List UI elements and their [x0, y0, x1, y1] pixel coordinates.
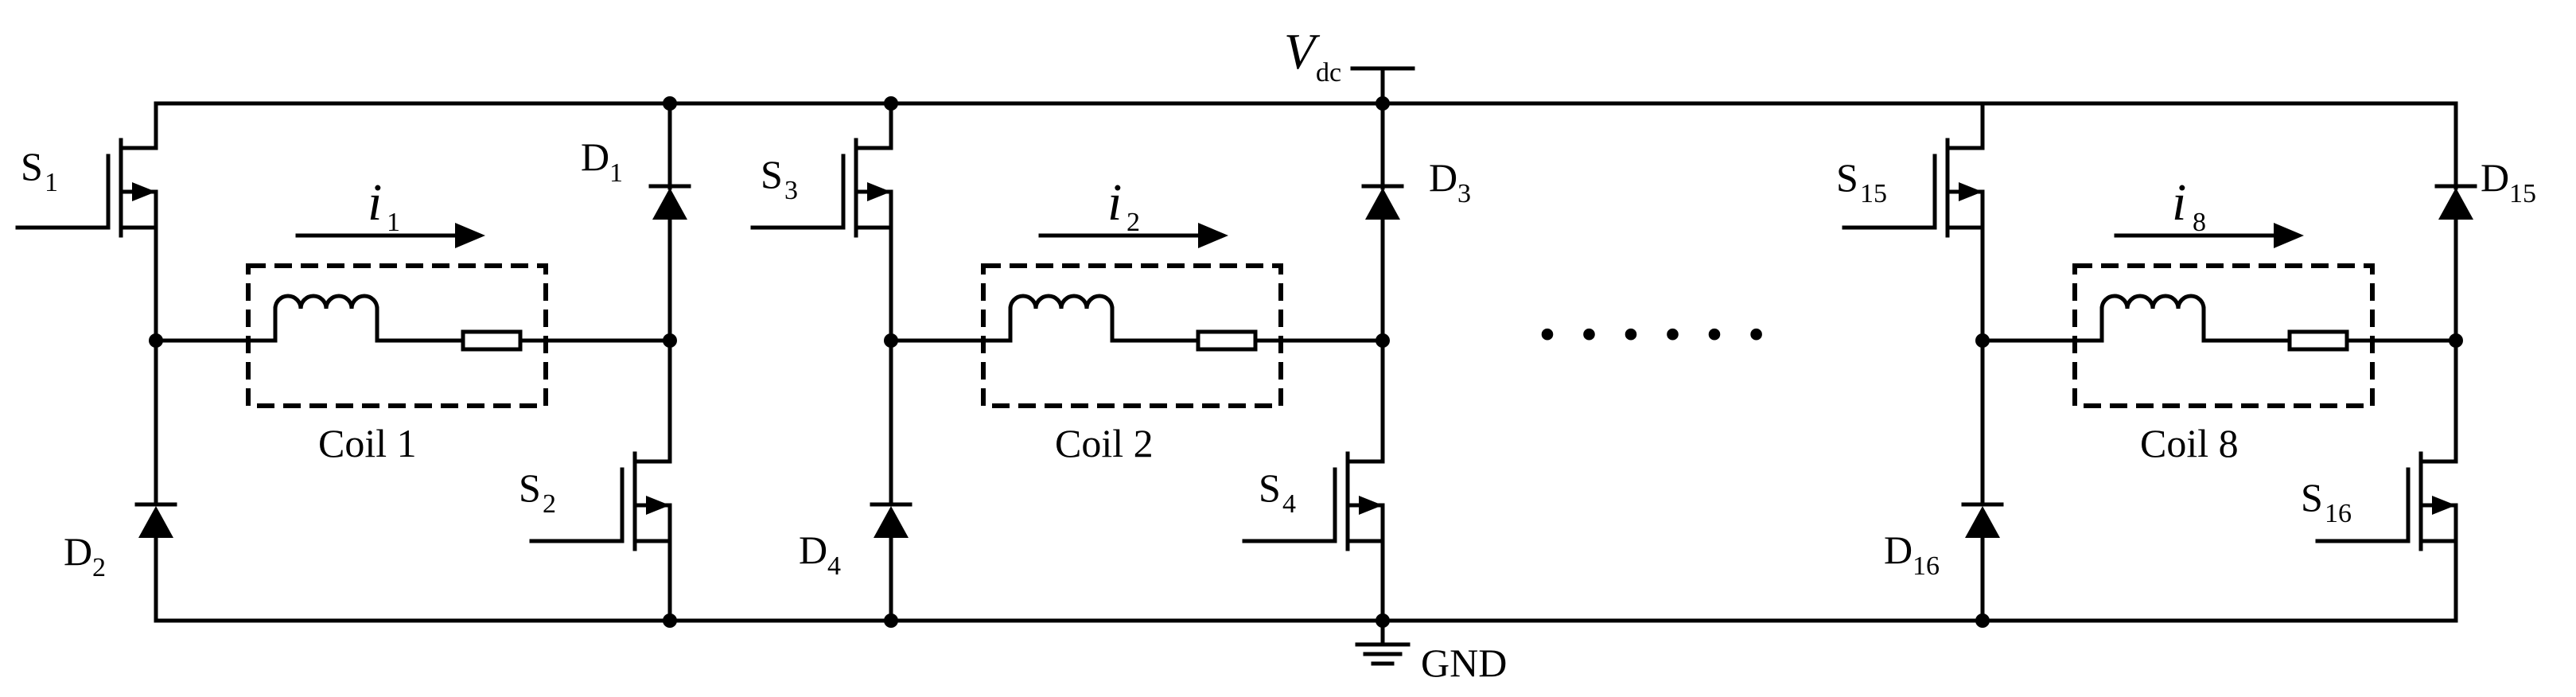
- leg2-bottom-diode-sub: 4: [827, 551, 841, 581]
- leg2-bottom-switch-sub: 4: [1282, 489, 1296, 519]
- leg8-top-diode-label: D: [2481, 155, 2509, 200]
- leg2-top-switch-label: S: [761, 152, 783, 197]
- mosfet-top: [15, 138, 158, 238]
- ellipsis: · · · · · ·: [1535, 295, 1769, 374]
- leg8-bottom-switch-label: S: [2301, 475, 2323, 520]
- leg1-top-switch-label: S: [21, 144, 43, 189]
- leg2-top-diode-label: D: [1429, 155, 1457, 200]
- diode-bottom: [134, 502, 177, 538]
- leg8-current-sub: 8: [2193, 208, 2206, 237]
- coil-enclosure: [2072, 263, 2375, 408]
- supply-voltage-symbol: V: [1284, 23, 1321, 80]
- mosfet-bottom: [2315, 451, 2458, 551]
- mosfet-top: [1842, 138, 1985, 238]
- mosfet-top: [750, 138, 893, 238]
- leg8-current-symbol: i: [2172, 173, 2186, 232]
- leg8-top-switch-sub: 15: [1860, 179, 1887, 208]
- phase-leg-2: [750, 96, 1404, 628]
- leg2-coil-label: Coil 2: [1055, 421, 1154, 465]
- coil-enclosure: [246, 263, 548, 408]
- phase-leg-1: [15, 96, 691, 628]
- mosfet-bottom: [1242, 451, 1385, 551]
- diode-top: [648, 184, 691, 220]
- leg2-bottom-diode-label: D: [799, 528, 827, 572]
- coil-enclosure: [981, 263, 1283, 408]
- leg1-current-symbol: i: [368, 173, 382, 232]
- diode-bottom: [1961, 502, 2004, 538]
- leg1-bottom-switch-sub: 2: [543, 489, 556, 519]
- leg1-bottom-diode-sub: 2: [92, 553, 106, 582]
- leg8-bottom-diode-label: D: [1884, 528, 1913, 572]
- leg8-bottom-switch-sub: 16: [2325, 499, 2352, 528]
- diode-top: [1361, 184, 1404, 220]
- leg2-top-switch-sub: 3: [784, 176, 798, 205]
- leg1-bottom-switch-label: S: [519, 465, 541, 510]
- leg2-current-sub: 2: [1127, 208, 1140, 237]
- phase-leg-8: [1842, 101, 2477, 628]
- ground-label: GND: [1421, 641, 1507, 685]
- leg1-current-sub: 1: [387, 208, 400, 237]
- supply-voltage-subscript: dc: [1316, 58, 1341, 88]
- leg8-coil-label: Coil 8: [2140, 421, 2239, 465]
- diode-bottom: [870, 502, 912, 538]
- leg2-current-symbol: i: [1107, 173, 1122, 232]
- leg1-bottom-diode-label: D: [64, 529, 92, 574]
- leg1-coil-label: Coil 1: [318, 421, 417, 465]
- leg8-bottom-diode-sub: 16: [1913, 551, 1940, 581]
- leg8-top-diode-sub: 15: [2509, 179, 2536, 208]
- leg1-top-diode-label: D: [581, 134, 609, 179]
- mosfet-bottom: [529, 451, 672, 551]
- diode-top: [2434, 184, 2477, 220]
- leg2-top-diode-sub: 3: [1457, 179, 1471, 208]
- ground-rail: [154, 618, 2458, 666]
- leg1-top-diode-sub: 1: [609, 158, 623, 188]
- leg1-top-switch-sub: 1: [45, 168, 58, 197]
- leg2-bottom-switch-label: S: [1259, 465, 1281, 510]
- leg8-top-switch-label: S: [1836, 155, 1858, 200]
